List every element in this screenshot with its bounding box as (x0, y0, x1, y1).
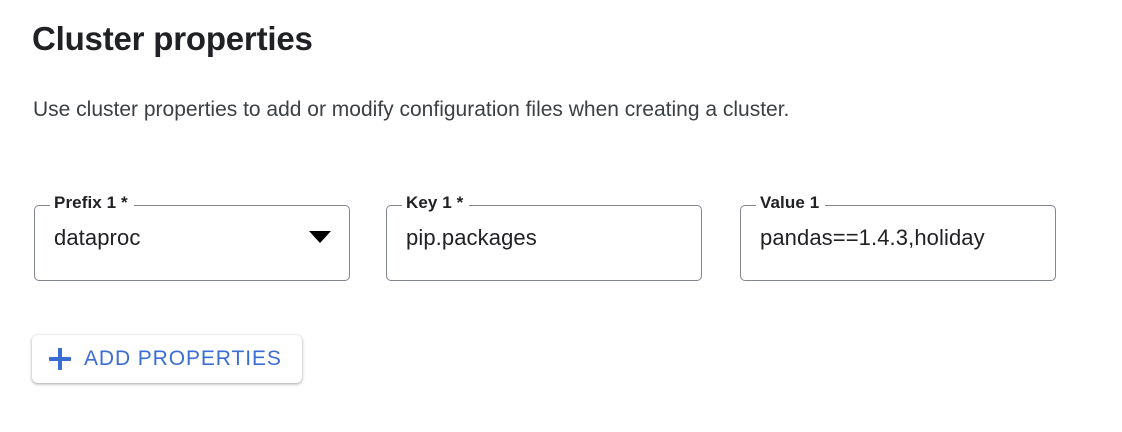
field-prefix-1-value-wrap: dataproc (54, 221, 292, 255)
outline-leading (740, 205, 757, 281)
field-key-1-label: Key 1 * (402, 192, 469, 214)
add-properties-button[interactable]: ADD PROPERTIES (32, 335, 302, 383)
field-key-1[interactable]: Key 1 * pip.packages (386, 192, 702, 281)
field-value-1-value-wrap: pandas==1.4.3,holiday (760, 221, 1040, 255)
outline-leading (386, 205, 403, 281)
page-description: Use cluster properties to add or modify … (33, 98, 790, 121)
field-value-1[interactable]: Value 1 pandas==1.4.3,holiday (740, 192, 1056, 281)
field-key-1-value: pip.packages (406, 225, 537, 250)
plus-icon (49, 348, 71, 370)
field-key-1-value-wrap: pip.packages (406, 221, 686, 255)
field-value-1-value: pandas==1.4.3,holiday (760, 225, 985, 250)
add-properties-button-label: ADD PROPERTIES (84, 347, 282, 370)
properties-field-row: Prefix 1 * dataproc Key 1 * pip.packages (34, 192, 1056, 281)
page-title: Cluster properties (32, 20, 313, 57)
field-value-1-label: Value 1 (756, 192, 825, 214)
outline-leading (34, 205, 51, 281)
chevron-down-icon[interactable] (309, 231, 331, 243)
field-prefix-1[interactable]: Prefix 1 * dataproc (34, 192, 350, 281)
field-prefix-1-label: Prefix 1 * (50, 192, 133, 214)
field-prefix-1-value: dataproc (54, 225, 141, 250)
